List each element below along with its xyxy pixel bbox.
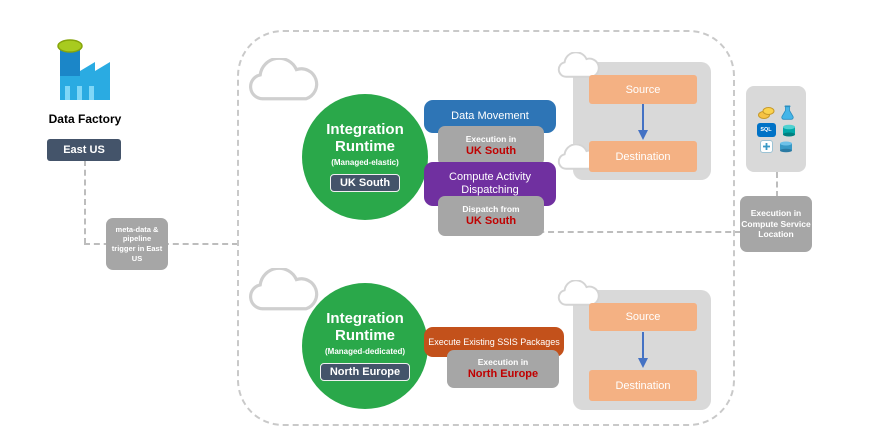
runtime-dedicated-region-badge: North Europe [319,362,411,381]
source-to-destination-arrow [638,332,648,368]
batch-plus-icon [759,140,773,153]
runtime-dedicated-title-line2: Runtime [335,327,395,344]
connector-compute-horizontal [489,231,741,233]
ssis-label: Execute Existing SSIS Packages [428,336,560,347]
destination-box-top: Destination [589,141,697,172]
connector-eastus-vertical [84,160,86,244]
compute-service-location-note: Execution in Compute Service Location [740,196,812,252]
ssis-execution-note: Execution in North Europe [447,350,559,388]
runtime-elastic-mode: (Managed-elastic) [331,157,399,167]
data-movement-label: Data Movement [451,110,529,123]
pipeline-trigger-note: meta-data & pipeline trigger in East US [106,218,168,270]
sql-database-icon: SQL [756,123,776,137]
pipeline-trigger-note-line2: pipeline [122,234,152,244]
compute-services-row: SQL [756,123,796,137]
integration-runtime-boundary [237,30,735,426]
pipeline-trigger-note-line1: meta-data & [115,224,159,234]
source-box-bottom: Source [589,303,697,331]
runtime-elastic-title-line1: Integration [326,121,404,139]
data-factory-region-badge: East US [47,139,121,161]
execution-note-prefix: Execution in [465,134,517,145]
compute-note-line1: Execution in [750,208,802,219]
coins-icon [758,107,775,119]
compute-note-line2: Compute Service [741,218,811,229]
dispatch-label-line2: Dispatching [461,184,519,196]
integration-runtime-dedicated: Integration Runtime (Managed-dedicated) … [302,283,428,409]
data-factory-icon [57,39,110,100]
source-to-destination-arrow [638,104,648,140]
cloud-icon [249,58,319,101]
pipeline-trigger-note-line4: US [131,253,143,263]
compute-services-row [759,140,793,153]
runtime-elastic-title-line2: Runtime [335,138,395,155]
dispatch-note-prefix: Dispatch from [462,204,520,215]
ssis-note-region: North Europe [467,367,539,380]
source-box-top: Source [589,75,697,104]
runtime-dedicated-mode: (Managed-dedicated) [324,346,405,356]
cloud-icon [557,52,600,78]
execution-note-region: UK South [465,144,517,157]
integration-runtime-elastic: Integration Runtime (Managed-elastic) UK… [302,94,428,220]
pipeline-trigger-note-line3: trigger in East [111,244,163,253]
runtime-elastic-region-badge: UK South [329,173,401,192]
data-movement-execution-note: Execution in UK South [438,126,544,166]
compute-services-panel: SQL [746,86,806,172]
connector-compute-vertical [776,172,778,197]
compute-note-line3: Location [758,229,794,240]
dispatch-note: Dispatch from UK South [438,196,544,236]
dispatch-label-line1: Compute Activity [449,171,531,184]
data-factory-label: Data Factory [48,112,122,126]
ssis-note-prefix: Execution in [477,357,529,368]
compute-services-row [758,105,794,120]
storage-icon [782,124,795,136]
cloud-icon [249,268,319,311]
runtime-dedicated-title-line1: Integration [326,310,404,328]
data-lake-icon [779,141,792,152]
flask-icon [781,105,794,120]
cloud-icon [557,280,600,306]
dispatch-note-region: UK South [465,214,517,227]
destination-box-bottom: Destination [589,370,697,401]
